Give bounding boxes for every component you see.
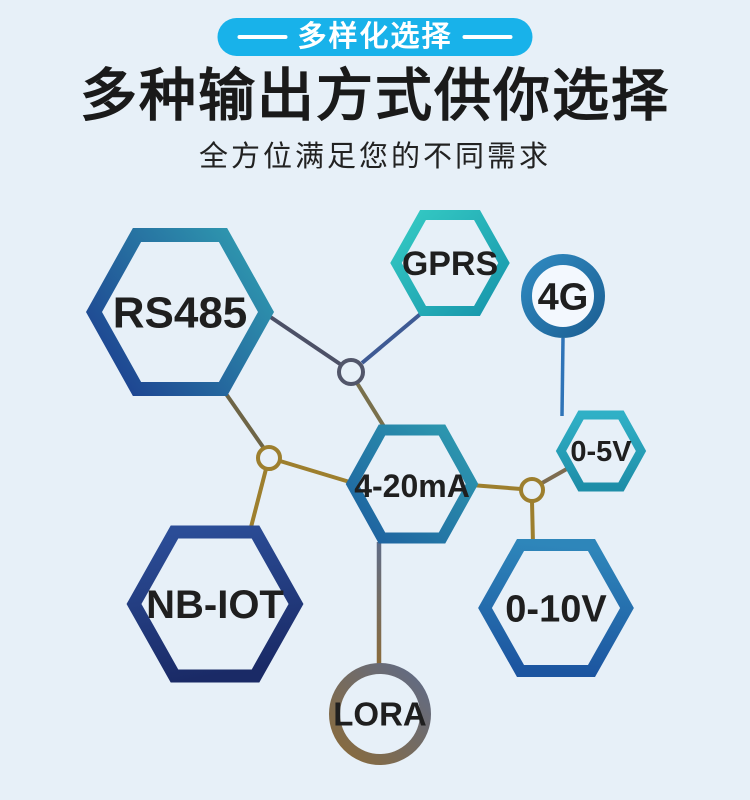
page-title: 多种输出方式供你选择 bbox=[80, 64, 670, 128]
badge-right-dash-line bbox=[462, 35, 513, 39]
rs485-label: RS485 bbox=[113, 288, 248, 337]
lora-label: LORA bbox=[333, 696, 427, 733]
top-hub-circle bbox=[337, 358, 365, 386]
line-420ma-to-right-hub bbox=[470, 483, 522, 491]
junction-hubs bbox=[256, 358, 545, 503]
line-left-hub-to-420ma bbox=[279, 459, 354, 485]
line-rs485-to-left-hub bbox=[222, 389, 265, 449]
badge-label: 多样化选择 bbox=[297, 21, 453, 53]
left-hub-circle bbox=[256, 445, 282, 471]
4g-label: 4G bbox=[538, 276, 589, 318]
nb-iot-label: NB-IOT bbox=[146, 583, 284, 627]
0-10v-hexagon bbox=[478, 539, 634, 677]
badge-left-dash-line bbox=[237, 35, 288, 39]
lora-circle bbox=[329, 663, 431, 765]
0-5v-label: 0-5V bbox=[570, 436, 632, 468]
line-left-hub-to-nbiot bbox=[248, 468, 268, 532]
0-10v-label: 0-10V bbox=[505, 588, 607, 630]
0-5v-hexagon bbox=[555, 410, 647, 492]
rs485-hexagon bbox=[85, 228, 275, 396]
nb-iot-hexagon bbox=[126, 525, 304, 683]
right-hub-circle bbox=[519, 477, 545, 503]
line-right-hub-to-010v bbox=[530, 500, 535, 545]
4-20ma-label: 4-20mA bbox=[354, 468, 470, 504]
connector-lines bbox=[222, 309, 573, 664]
gprs-label: GPRS bbox=[402, 245, 498, 283]
line-gprs-to-top-hub bbox=[360, 309, 426, 365]
line-rs485-to-top-hub bbox=[264, 312, 342, 366]
section-badge: 多样化选择 bbox=[217, 18, 533, 56]
4-20ma-hexagon bbox=[345, 424, 479, 544]
diagram-nodes: RS485 GPRS 4G 0-5V 4-20mA NB-IOT 0-10V L… bbox=[85, 210, 647, 765]
4g-circle bbox=[521, 254, 605, 338]
gprs-hexagon bbox=[390, 210, 510, 316]
line-4g-to-05v bbox=[560, 337, 565, 417]
page-subtitle: 全方位满足您的不同需求 bbox=[198, 141, 551, 173]
